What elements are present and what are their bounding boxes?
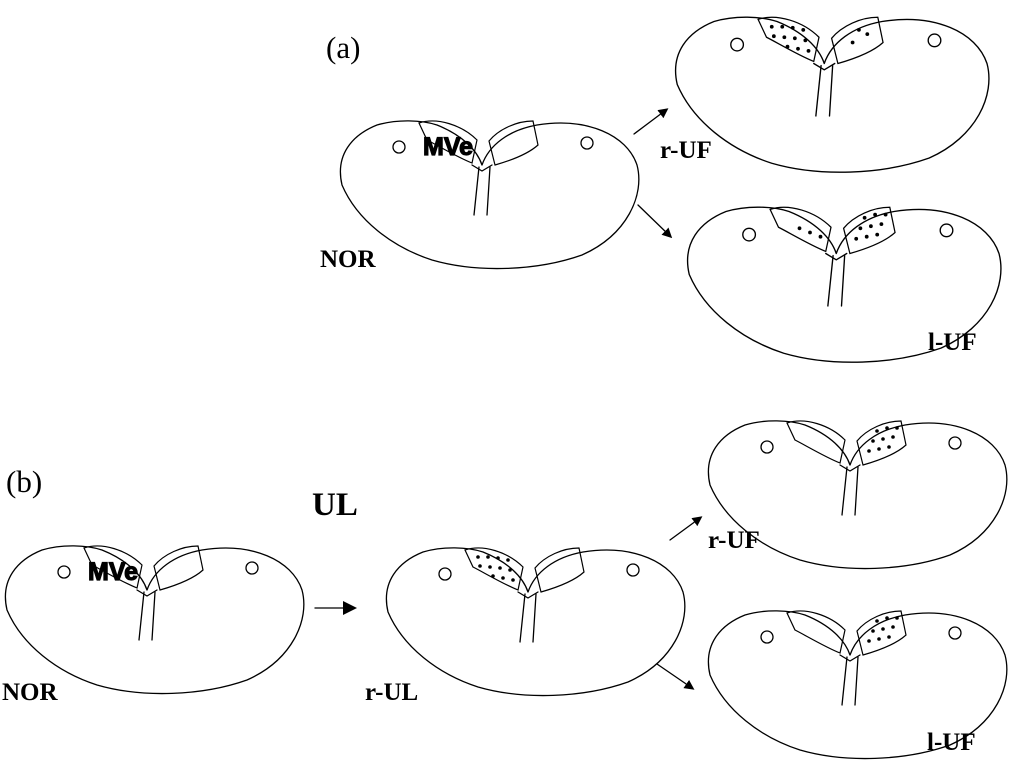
arrow-to-r-uf [633, 108, 669, 135]
brainstem-section-a-r-uf [674, 16, 990, 173]
label-r-uf: r-UF [660, 137, 712, 164]
arrow-to-l-uf [656, 663, 695, 690]
brainstem-section-b-r-ul [385, 547, 686, 697]
nucleus-label-mve: MVe [88, 558, 138, 586]
panel-label-a: (a) [326, 30, 360, 65]
arrow-to-l-uf [637, 204, 673, 239]
label-r-ul: r-UL [365, 679, 418, 706]
arrow-to-r-uf [669, 516, 703, 541]
label-l-uf: l-UF [927, 729, 976, 756]
label-l-uf: l-UF [928, 329, 977, 356]
brainstem-section-a-nor: MVe [339, 120, 640, 270]
label-ul: UL [312, 487, 358, 523]
brainstem-section-b-nor: MVe [4, 545, 305, 695]
label-nor: NOR [2, 679, 59, 706]
label-r-uf: r-UF [708, 527, 760, 554]
panel-label-b: (b) [6, 464, 42, 499]
label-nor: NOR [320, 246, 377, 273]
nucleus-label-mve: MVe [423, 133, 473, 161]
